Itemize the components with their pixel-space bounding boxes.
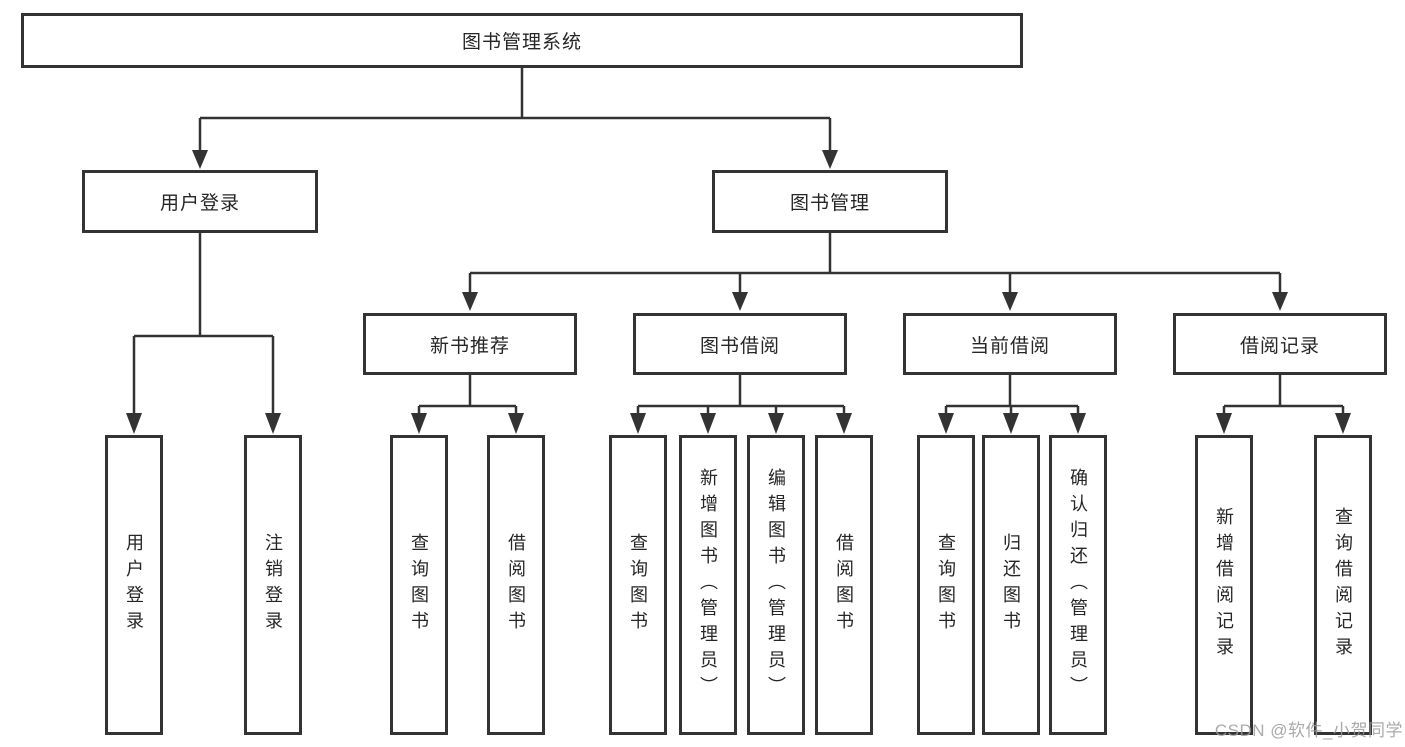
node-root-label: 图书管理系统 <box>461 32 582 53</box>
leaf-label: 借阅图书 <box>834 533 854 637</box>
node-leaf-query-borrow-record: 查询借阅记录 <box>1314 435 1372 735</box>
node-section-borrow-records-label: 借阅记录 <box>1239 335 1320 357</box>
node-section-borrow-records: 借阅记录 <box>1173 313 1387 375</box>
node-section-current-borrow: 当前借阅 <box>903 313 1117 375</box>
connector-book-mgmt-to-sections <box>462 233 1288 311</box>
node-leaf-add-books-admin: 新增图书（管理员） <box>679 435 737 735</box>
node-leaf-confirm-return-admin: 确认归还（管理员） <box>1049 435 1107 735</box>
node-leaf-borrow-books: 借阅图书 <box>815 435 873 735</box>
connector-borrow-records-to-leaves <box>1216 375 1351 434</box>
leaf-label: 查询借阅记录 <box>1333 507 1353 663</box>
node-section-book-borrow-label: 图书借阅 <box>699 335 780 357</box>
leaf-label: 查询图书 <box>936 533 956 637</box>
node-leaf-query-books-borrow: 查询图书 <box>609 435 667 735</box>
leaf-label: 用户登录 <box>124 533 144 637</box>
connector-current-borrow-to-leaves <box>938 375 1086 434</box>
node-leaf-user-login: 用户登录 <box>105 435 163 735</box>
node-leaf-add-borrow-record: 新增借阅记录 <box>1195 435 1253 735</box>
node-user-login-label: 用户登录 <box>159 193 240 214</box>
leaf-label: 新增借阅记录 <box>1214 507 1234 663</box>
node-root-system: 图书管理系统 <box>21 13 1023 68</box>
node-leaf-query-books-current: 查询图书 <box>917 435 975 735</box>
connector-user-login-to-leaves <box>126 233 281 434</box>
node-section-new-books-label: 新书推荐 <box>429 335 510 357</box>
node-book-mgmt: 图书管理 <box>712 170 948 233</box>
node-book-mgmt-label: 图书管理 <box>789 193 870 214</box>
node-section-book-borrow: 图书借阅 <box>633 313 847 375</box>
leaf-label: 查询图书 <box>628 533 648 637</box>
leaf-label: 注销登录 <box>263 533 283 637</box>
node-section-new-books: 新书推荐 <box>363 313 577 375</box>
leaf-label: 归还图书 <box>1001 533 1021 637</box>
node-leaf-query-books-newbooks: 查询图书 <box>390 435 448 735</box>
connector-root-to-level2 <box>192 68 838 169</box>
leaf-label: 新增图书（管理员） <box>698 468 718 702</box>
node-leaf-return-books: 归还图书 <box>982 435 1040 735</box>
leaf-label: 查询图书 <box>409 533 429 637</box>
connector-book-borrow-to-leaves <box>630 375 852 434</box>
connector-new-books-to-leaves <box>411 375 524 434</box>
node-leaf-logout: 注销登录 <box>244 435 302 735</box>
node-user-login: 用户登录 <box>82 170 318 233</box>
leaf-label: 借阅图书 <box>506 533 526 637</box>
csdn-watermark: CSDN @软件_小贺同学 <box>1214 721 1403 740</box>
node-leaf-borrow-books-newbooks: 借阅图书 <box>487 435 545 735</box>
node-leaf-edit-books-admin: 编辑图书（管理员） <box>747 435 805 735</box>
leaf-label: 确认归还（管理员） <box>1068 468 1088 702</box>
leaf-label: 编辑图书（管理员） <box>766 468 786 702</box>
node-section-current-borrow-label: 当前借阅 <box>969 335 1050 357</box>
